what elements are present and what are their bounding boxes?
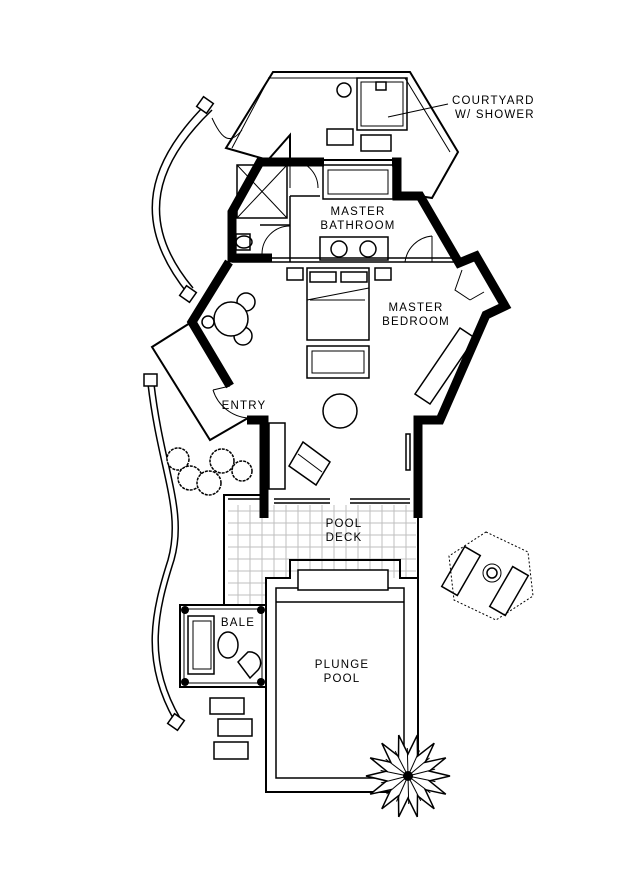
pool-deck-label-line2: DECK bbox=[326, 532, 363, 544]
chair-left bbox=[201, 315, 215, 329]
sink-right bbox=[359, 240, 377, 258]
sun-loungers bbox=[440, 531, 534, 621]
courtyard-leader-line bbox=[387, 103, 449, 118]
vanity-counter bbox=[319, 236, 389, 261]
nightstand-right bbox=[374, 267, 392, 281]
bedroom-sofa bbox=[306, 345, 370, 379]
room-labels: COURTYARD W/ SHOWER MASTER BATHROOM MAST… bbox=[221, 95, 535, 685]
entry-label: ENTRY bbox=[222, 400, 267, 412]
entry-porch bbox=[150, 322, 249, 442]
bale-pavilion bbox=[179, 604, 267, 688]
bale-label: BALE bbox=[221, 617, 255, 629]
bathroom-label-line1: MASTER bbox=[330, 206, 385, 218]
shower-tray bbox=[356, 77, 408, 131]
sink-left bbox=[330, 240, 348, 258]
courtyard bbox=[224, 71, 460, 200]
entry-door-swing bbox=[212, 389, 249, 419]
bale-table bbox=[217, 631, 239, 659]
palm-tree bbox=[365, 734, 451, 818]
shower-head bbox=[375, 81, 387, 91]
courtyard-label-line2: W/ SHOWER bbox=[455, 109, 535, 121]
shrubs bbox=[166, 447, 253, 496]
round-ottoman bbox=[322, 393, 358, 429]
plunge-pool-label-line2: POOL bbox=[324, 673, 361, 685]
wc-door-swing bbox=[261, 225, 291, 255]
entry-bench bbox=[268, 422, 286, 490]
pillow-right bbox=[340, 271, 368, 283]
bedroom-label-line2: BEDROOM bbox=[382, 316, 450, 328]
wall-shelf bbox=[405, 433, 411, 471]
bale-daybed bbox=[187, 615, 215, 675]
garden-steps bbox=[209, 697, 253, 760]
exterior-walls bbox=[186, 157, 512, 518]
garden-walls bbox=[143, 95, 243, 732]
master-bedroom-furniture bbox=[201, 267, 485, 490]
pool-deck-label-line1: POOL bbox=[326, 518, 363, 530]
courtyard-label-line1: COURTYARD bbox=[452, 95, 535, 107]
courtyard-step bbox=[360, 134, 392, 152]
courtyard-bench bbox=[326, 128, 354, 146]
pool-step bbox=[297, 569, 389, 591]
plunge-pool-label-line1: PLUNGE bbox=[315, 659, 370, 671]
round-table bbox=[213, 301, 249, 337]
pillow-left bbox=[309, 271, 337, 283]
nightstand-left bbox=[286, 267, 304, 281]
bedroom-label-line1: MASTER bbox=[388, 302, 443, 314]
lounge-chair bbox=[288, 440, 331, 487]
courtyard-planter bbox=[336, 82, 352, 98]
bathroom-label-line2: BATHROOM bbox=[320, 220, 395, 232]
daybed bbox=[413, 326, 477, 406]
bed bbox=[306, 267, 370, 341]
bale-chair bbox=[237, 651, 262, 680]
